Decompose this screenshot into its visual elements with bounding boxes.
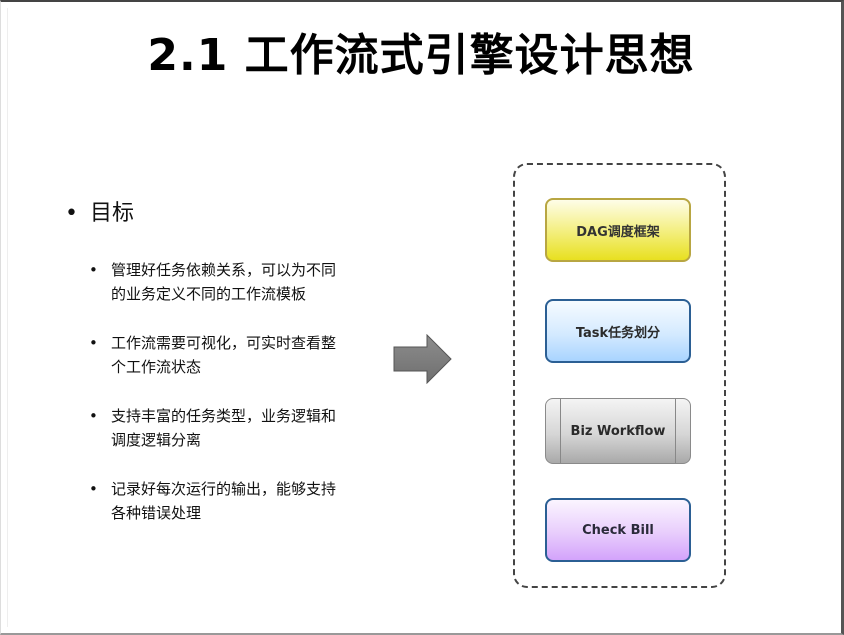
- bullet-line: 个工作流状态: [111, 358, 202, 376]
- goal-label: 目标: [89, 201, 134, 226]
- bullet-icon: •: [89, 407, 98, 425]
- bullet-icon: •: [65, 201, 78, 226]
- slide-edge-line: [7, 8, 8, 627]
- bullet-line: 支持丰富的任务类型，业务逻辑和: [111, 407, 337, 425]
- bullet-item: • 管理好任务依赖关系，可以为不同 的业务定义不同的工作流模板: [89, 258, 379, 306]
- goal-bullet-list: • 管理好任务依赖关系，可以为不同 的业务定义不同的工作流模板 • 工作流需要可…: [89, 258, 379, 550]
- dag-scheduler-node: DAG调度框架: [545, 198, 691, 262]
- bullet-line: 的业务定义不同的工作流模板: [111, 285, 307, 303]
- node-label: DAG调度框架: [576, 224, 660, 240]
- bullet-line: 记录好每次运行的输出，能够支持: [111, 480, 337, 498]
- bullet-item: • 工作流需要可视化，可实时查看整 个工作流状态: [89, 331, 379, 379]
- bullet-icon: •: [89, 334, 98, 352]
- node-label: Biz Workflow: [570, 423, 666, 439]
- right-arrow-icon: [393, 334, 452, 384]
- task-division-node: Task任务划分: [545, 299, 691, 363]
- bullet-item: • 记录好每次运行的输出，能够支持 各种错误处理: [89, 477, 379, 525]
- bullet-line: 调度逻辑分离: [111, 431, 202, 449]
- bullet-line: 各种错误处理: [111, 504, 202, 522]
- node-label: Task任务划分: [575, 325, 661, 341]
- bullet-item: • 支持丰富的任务类型，业务逻辑和 调度逻辑分离: [89, 404, 379, 452]
- bullet-icon: •: [89, 480, 98, 498]
- bullet-line: 工作流需要可视化，可实时查看整: [111, 334, 337, 352]
- process-bar-left: [560, 399, 561, 463]
- bullet-icon: •: [89, 261, 98, 279]
- process-bar-right: [675, 399, 676, 463]
- workflow-layers-container: [513, 163, 726, 588]
- biz-workflow-node: Biz Workflow: [545, 398, 691, 464]
- goal-heading: • 目标: [65, 198, 134, 230]
- check-bill-node: Check Bill: [545, 498, 691, 562]
- bullet-line: 管理好任务依赖关系，可以为不同: [111, 261, 337, 279]
- node-label: Check Bill: [582, 522, 654, 538]
- slide-title: 2.1 工作流式引擎设计思想: [147, 30, 695, 81]
